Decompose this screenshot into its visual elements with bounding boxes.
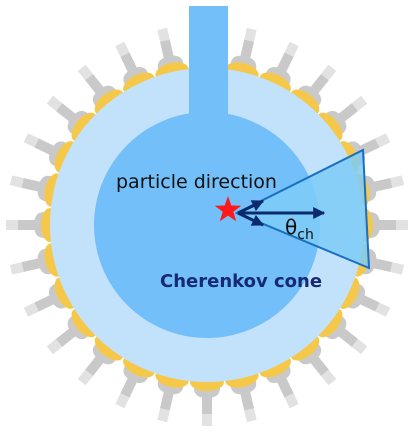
fiducial-volume [94, 112, 320, 338]
red-star-icon [214, 196, 242, 222]
tank-chimney [189, 6, 228, 118]
cherenkov-ray-lower-arrow [237, 211, 265, 227]
cherenkov-cone-label: Cherenkov cone [160, 271, 322, 292]
theta-label: θch [285, 215, 314, 243]
theta-symbol: θ [285, 215, 297, 239]
cherenkov-ray-upper-arrow [237, 199, 265, 215]
theta-subscript: ch [297, 227, 314, 243]
photomultiplier-tube-icon [77, 335, 124, 386]
cherenkov-cone [234, 148, 371, 270]
particle-direction-label: particle direction [116, 171, 277, 193]
